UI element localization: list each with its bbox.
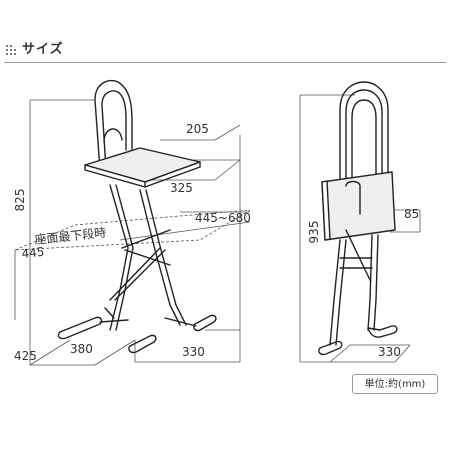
label-base-depth-outer: 425: [14, 349, 37, 363]
open-chair-dimension-lines: [14, 99, 251, 366]
section-header: サイズ: [4, 40, 446, 63]
label-base-width-folded: 330: [378, 345, 401, 359]
label-base-depth: 380: [70, 342, 93, 356]
section-title: サイズ: [22, 42, 64, 57]
label-base-width-open: 330: [182, 345, 205, 359]
label-seat-width: 205: [186, 122, 209, 136]
grid-dots-icon: [6, 45, 16, 55]
label-seat-depth: 325: [170, 181, 193, 195]
label-height-folded: 935: [307, 221, 321, 244]
label-lowest-seat: 座面最下段時: [34, 225, 107, 247]
label-footrest-range: 445~680: [195, 211, 251, 225]
folded-chair-illustration: [318, 81, 398, 356]
label-thickness-folded: 85: [404, 207, 419, 221]
unit-note: 単位:約(mm): [352, 374, 438, 394]
label-lowest-seat-height: 445: [21, 245, 45, 261]
open-chair-illustration: [57, 79, 217, 354]
header-divider: [4, 62, 446, 63]
label-height-open: 825: [13, 189, 27, 212]
